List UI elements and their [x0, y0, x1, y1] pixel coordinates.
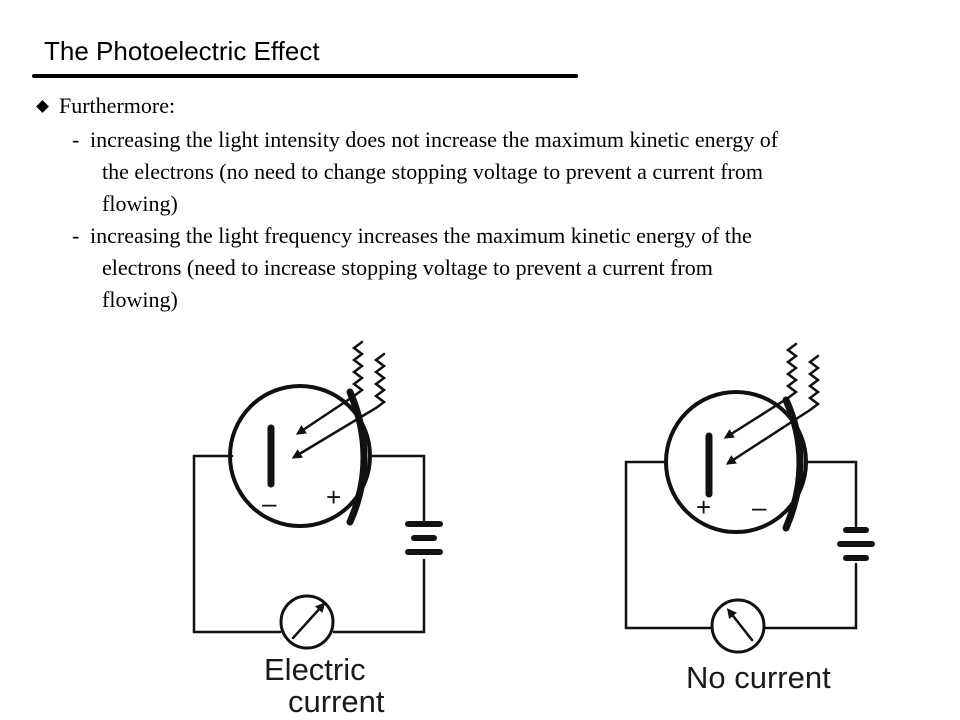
anode-collector — [346, 388, 368, 526]
sub-item-line: electrons (need to increase stopping vol… — [102, 255, 713, 280]
dash-marker: - — [72, 223, 80, 248]
cathode-sign: – — [262, 488, 277, 518]
needle-deflected-icon — [291, 602, 326, 640]
title-underline — [32, 74, 578, 78]
sub-item-line: flowing) — [102, 191, 178, 216]
needle-rest-icon — [726, 608, 754, 642]
light-ray-icon — [291, 352, 387, 459]
light-ray-icon — [725, 354, 821, 465]
wire — [192, 454, 282, 634]
bullet-heading: Furthermore: — [36, 93, 176, 119]
sub-item-line: the electrons (no need to change stoppin… — [102, 159, 763, 184]
left-circuit — [192, 340, 443, 650]
slide-title: The Photoelectric Effect — [44, 36, 320, 66]
sub-item-line: -increasing the light frequency increase… — [72, 220, 932, 252]
sub-item-frequency: -increasing the light frequency increase… — [72, 220, 932, 316]
wire — [368, 454, 426, 522]
caption-no-current: No current — [686, 660, 831, 695]
wire — [764, 562, 858, 630]
right-circuit — [624, 342, 875, 654]
sub-item-text: increasing the light frequency increases… — [90, 223, 752, 248]
ammeter-icon — [710, 598, 766, 654]
sub-item-line: flowing) — [102, 287, 178, 312]
caption-current: current — [288, 684, 385, 719]
wire — [804, 460, 858, 528]
light-ray-icon — [723, 342, 799, 439]
anode-sign: + — [326, 482, 341, 512]
anode-sign: – — [752, 492, 767, 522]
sub-item-intensity: -increasing the light intensity does not… — [72, 124, 932, 220]
bullet-heading-text: Furthermore: — [59, 93, 176, 118]
light-ray-icon — [295, 340, 365, 435]
caption-electric: Electric — [264, 652, 366, 687]
phototube-envelope — [228, 384, 372, 528]
anode-collector — [782, 396, 804, 532]
phototube-envelope — [664, 390, 808, 534]
wire — [624, 460, 712, 630]
sub-item-text: increasing the light intensity does not … — [90, 127, 779, 152]
dash-marker: - — [72, 127, 80, 152]
sub-item-line: -increasing the light intensity does not… — [72, 124, 932, 156]
cathode-sign: + — [696, 492, 711, 522]
wire — [332, 558, 426, 634]
